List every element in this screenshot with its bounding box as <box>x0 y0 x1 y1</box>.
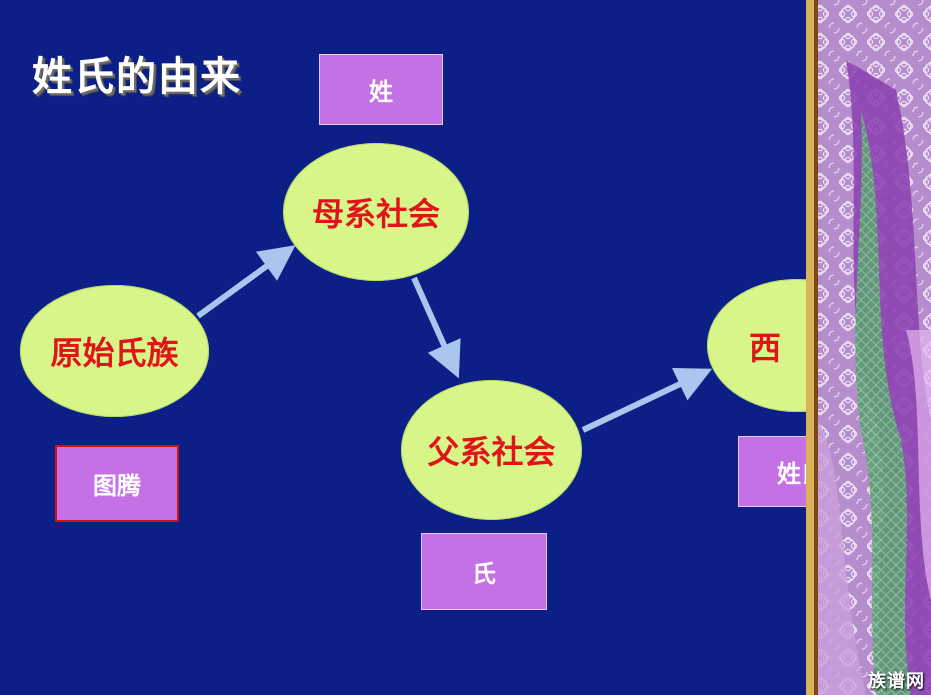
node-primitive-clan: 原始氏族 <box>20 285 209 417</box>
decorative-side-panel <box>806 0 931 695</box>
arrow-primitive-to-matriarchal <box>196 245 296 319</box>
label-box-xing: 姓 <box>319 54 443 125</box>
node-patriarchal-society: 父系社会 <box>401 380 582 520</box>
watermark-text: 族谱网 <box>868 671 925 692</box>
node-matriarchal-society: 母系社会 <box>283 143 469 281</box>
node-matriarchal-text: 母系社会 <box>311 195 440 233</box>
label-xing-text: 姓 <box>369 78 393 106</box>
slide-title: 姓氏的由来 <box>32 54 242 100</box>
arrow-patriarchal-to-western-han <box>581 367 713 433</box>
node-patriarchal-text: 父系社会 <box>427 433 556 471</box>
label-box-totem: 图腾 <box>55 445 179 522</box>
arrow-matriarchal-to-patriarchal <box>411 276 461 379</box>
label-box-shi: 氏 <box>421 533 547 610</box>
label-shi-text: 氏 <box>472 560 496 588</box>
node-primitive-text: 原始氏族 <box>50 334 179 372</box>
decorative-floral-pattern-icon <box>806 0 931 695</box>
label-totem-text: 图腾 <box>93 472 141 500</box>
slide-canvas: 姓氏的由来 姓 母系社会 原始氏族 图腾 父系社会 氏 西 汉 姓氏 <box>20 54 887 610</box>
flow-arrows <box>196 245 713 433</box>
